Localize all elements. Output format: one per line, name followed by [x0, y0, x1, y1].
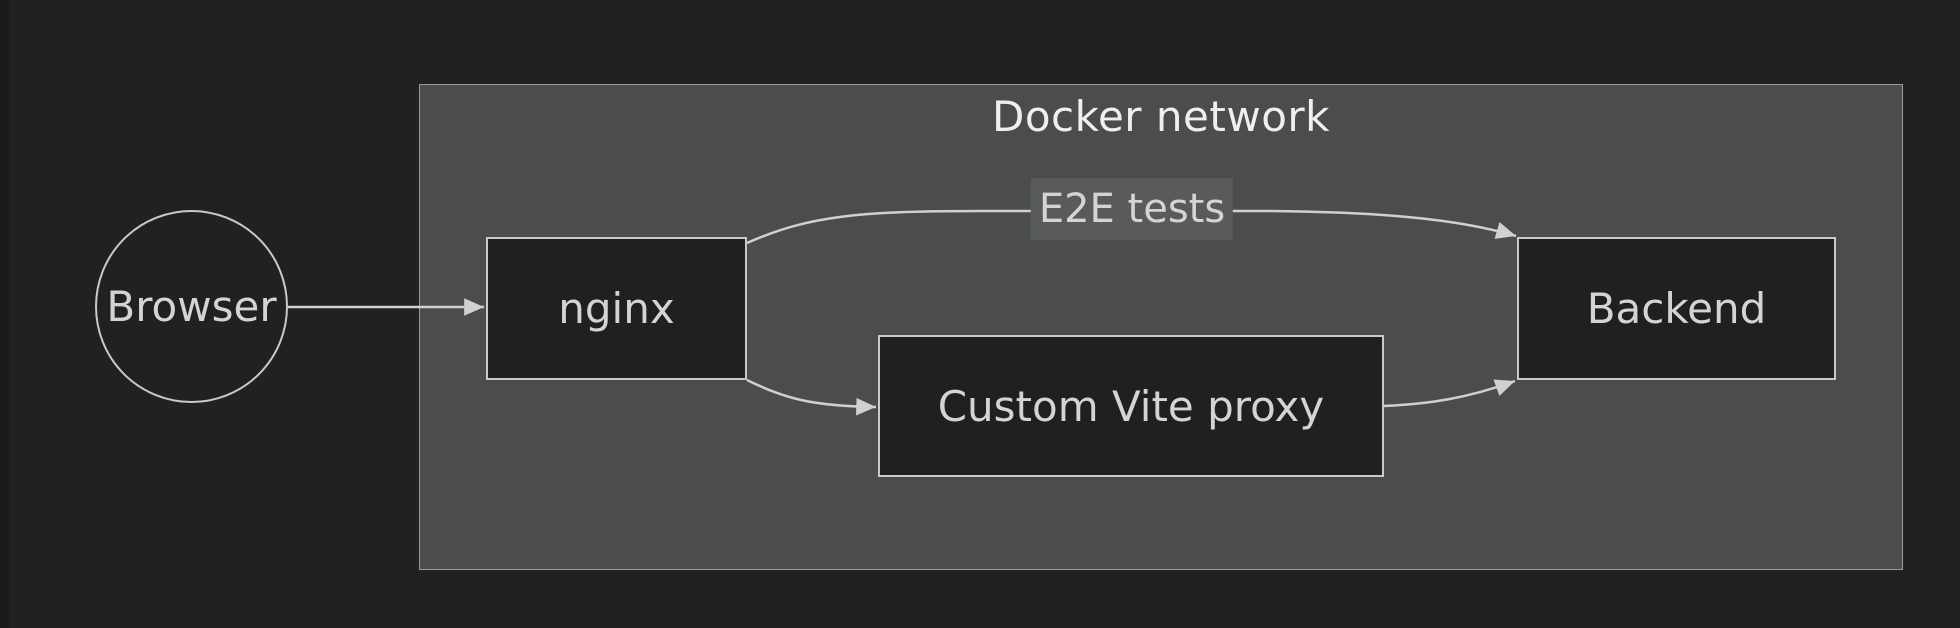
node-custom-vite-proxy: Custom Vite proxy: [878, 335, 1384, 477]
node-nginx: nginx: [486, 237, 747, 380]
node-browser-label: Browser: [106, 282, 277, 331]
node-backend: Backend: [1517, 237, 1836, 380]
screenshot-left-strip: [0, 0, 9, 628]
edge-proxy-to-backend: [1383, 379, 1516, 408]
edge-label-e2e-tests: E2E tests: [1030, 178, 1234, 240]
cluster-title: Docker network: [992, 92, 1330, 141]
node-custom-vite-proxy-label: Custom Vite proxy: [937, 381, 1325, 431]
node-nginx-label: nginx: [558, 284, 675, 333]
node-backend-label: Backend: [1586, 284, 1767, 333]
edge-nginx-to-proxy: [746, 378, 877, 416]
node-browser: Browser: [95, 210, 288, 403]
